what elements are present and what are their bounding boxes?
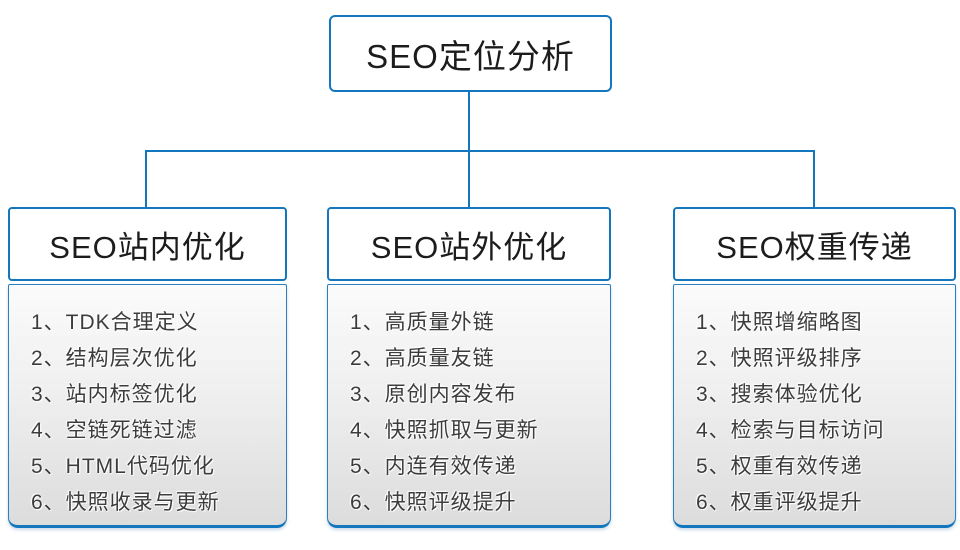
connector-root-vertical (468, 91, 470, 208)
branch-onsite-header: SEO站内优化 (8, 207, 287, 281)
branch-onsite: SEO站内优化 1、TDK合理定义 2、结构层次优化 3、站内标签优化 4、空链… (8, 207, 287, 528)
branch-offsite-list: 1、高质量外链 2、高质量友链 3、原创内容发布 4、快照抓取与更新 5、内连有… (327, 284, 611, 528)
list-item: 4、检索与目标访问 (696, 419, 885, 442)
branch-weight-list: 1、快照增缩略图 2、快照评级排序 3、搜索体验优化 4、检索与目标访问 5、权… (673, 284, 956, 528)
branch-weight-title: SEO权重传递 (716, 229, 913, 265)
branch-onsite-title: SEO站内优化 (49, 229, 246, 265)
branch-offsite-header: SEO站外优化 (327, 207, 611, 281)
list-item: 5、内连有效传递 (350, 455, 517, 478)
list-item: 3、搜索体验优化 (696, 383, 863, 406)
list-item: 4、空链死链过滤 (31, 419, 198, 442)
branch-weight-header: SEO权重传递 (673, 207, 956, 281)
list-item: 2、高质量友链 (350, 347, 495, 370)
list-item: 2、结构层次优化 (31, 347, 198, 370)
list-item: 4、快照抓取与更新 (350, 419, 539, 442)
list-item: 6、权重评级提升 (696, 491, 863, 514)
connector-right-drop (813, 150, 815, 208)
root-node-title: SEO定位分析 (366, 37, 575, 75)
list-item: 1、快照增缩略图 (696, 311, 863, 334)
branch-offsite: SEO站外优化 1、高质量外链 2、高质量友链 3、原创内容发布 4、快照抓取与… (327, 207, 611, 528)
list-item: 3、原创内容发布 (350, 383, 517, 406)
list-item: 1、TDK合理定义 (31, 311, 199, 334)
list-item: 3、站内标签优化 (31, 383, 198, 406)
list-item: 1、高质量外链 (350, 311, 495, 334)
connector-left-drop (145, 150, 147, 208)
root-node: SEO定位分析 (329, 15, 612, 92)
list-item: 2、快照评级排序 (696, 347, 863, 370)
branch-weight: SEO权重传递 1、快照增缩略图 2、快照评级排序 3、搜索体验优化 4、检索与… (673, 207, 956, 528)
list-item: 6、快照评级提升 (350, 491, 517, 514)
connector-horizontal-rail (145, 150, 815, 152)
branch-onsite-list: 1、TDK合理定义 2、结构层次优化 3、站内标签优化 4、空链死链过滤 5、H… (8, 284, 287, 528)
branch-offsite-title: SEO站外优化 (370, 229, 568, 265)
list-item: 5、HTML代码优化 (31, 455, 215, 478)
list-item: 6、快照收录与更新 (31, 491, 220, 514)
list-item: 5、权重有效传递 (696, 455, 863, 478)
